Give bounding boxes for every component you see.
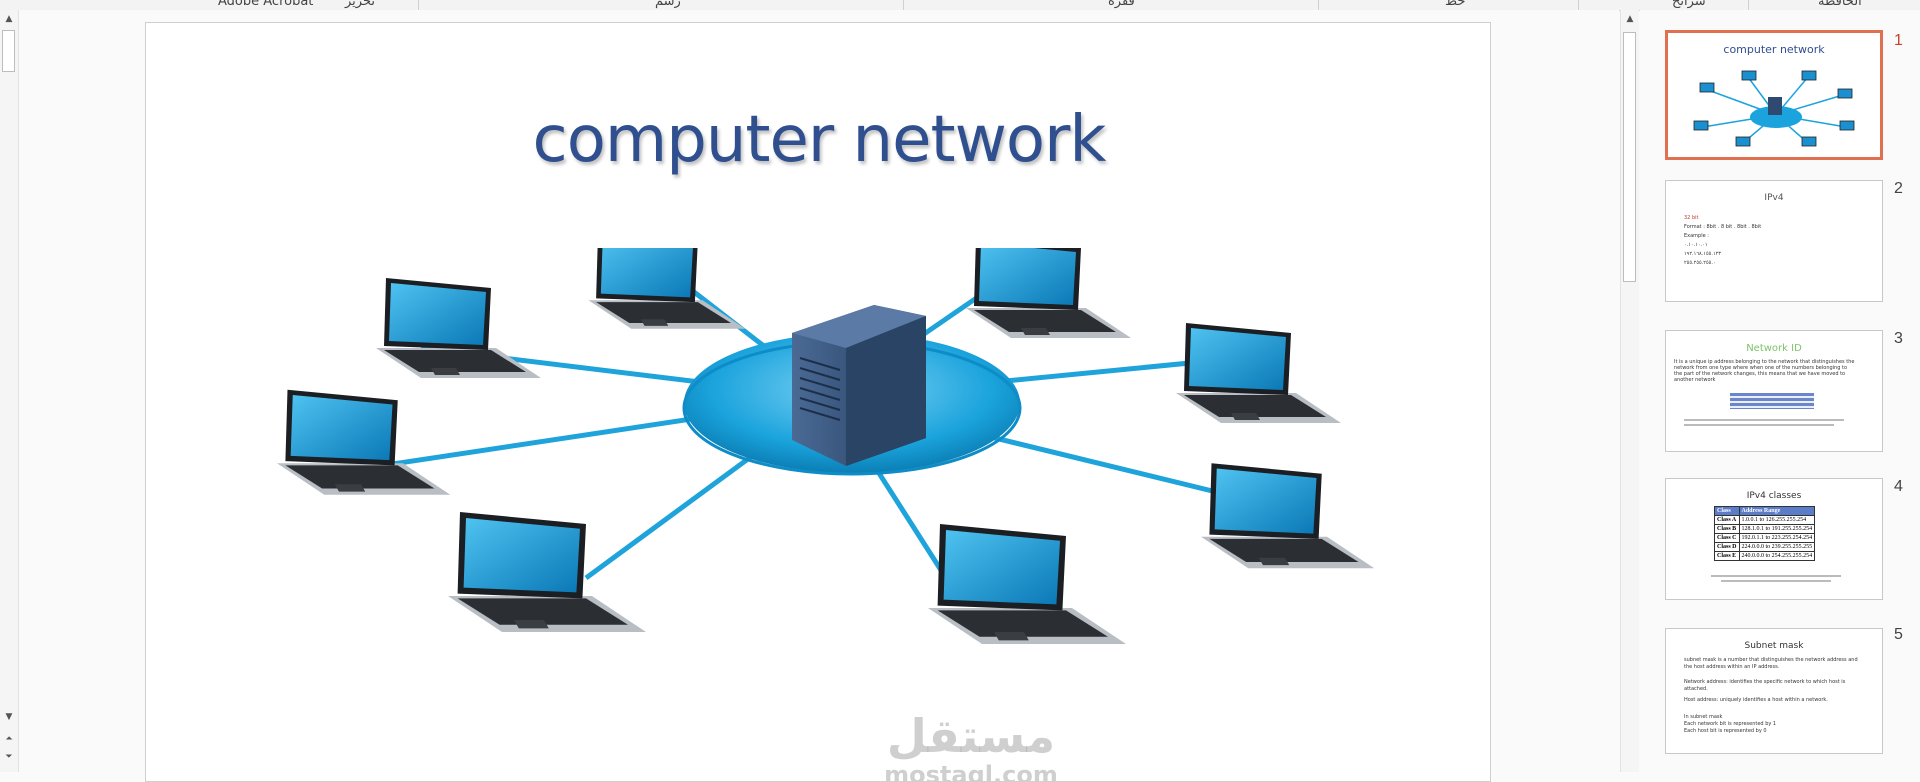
thumbnail-number: 4 (1894, 478, 1903, 495)
thumbnail-title: Subnet mask (1744, 641, 1804, 651)
thumbnail-number: 5 (1894, 626, 1903, 643)
thumbnail-text-graphic (1721, 580, 1831, 582)
thumbnail-title: computer network (1723, 43, 1825, 56)
ribbon-group-acrobat: Adobe Acrobat (218, 0, 314, 9)
thumbnail-text: another network (1674, 377, 1716, 383)
thumbnail-number: 2 (1894, 180, 1903, 197)
ribbon-group-paragraph: فقرة (1108, 0, 1135, 9)
thumbnail-text: Each host bit is represented by 0 (1684, 728, 1767, 734)
thumbnail-text-graphic (1684, 419, 1844, 421)
slide-editor[interactable]: computer network (19, 10, 1619, 782)
slide-thumbnail-1[interactable]: computer network (1665, 30, 1883, 160)
table-row: Class E 240.0.0.0 to 254.255.255.254 (1714, 551, 1816, 561)
thumbnail-title: IPv4 classes (1746, 491, 1802, 501)
ribbon-group-drawing: رسم (655, 0, 681, 9)
thumbnail-text-graphic (1684, 424, 1834, 426)
slide-thumbnail-4[interactable]: IPv4 classes Class Address Range Class A… (1665, 478, 1883, 600)
table-cell: 224.0.0.0 to 239.255.255.255 (1738, 542, 1816, 552)
watermark-arabic: مستقل (886, 709, 1056, 763)
ribbon-separator (1578, 0, 1579, 10)
thumbnail-text: network from one type where when one of … (1674, 365, 1847, 371)
left-scrollbar[interactable]: ▲ ▼ ⏶ ⏷ (0, 10, 19, 772)
thumbnail-number: 3 (1894, 330, 1903, 347)
thumbnail-text: In subnet mask (1684, 714, 1723, 720)
thumbnail-text: subnet mask is a number that distinguish… (1684, 657, 1858, 663)
prev-slide-icon[interactable]: ⏶ (5, 734, 13, 744)
thumbnail-text: 32 bit (1684, 215, 1699, 221)
slide-title[interactable]: computer network (532, 103, 1107, 177)
thumbnail-network-image (1693, 70, 1855, 147)
slide-canvas[interactable]: computer network (145, 22, 1491, 782)
scroll-thumb[interactable] (1623, 32, 1636, 282)
ribbon-group-slides: شرائح (1672, 0, 1706, 9)
thumbnail-text: It is a unique ip address belonging to t… (1674, 359, 1855, 365)
table-cell: 1.0.0.1 to 126.255.255.254 (1738, 515, 1816, 525)
ribbon-separator (1318, 0, 1319, 10)
table-cell: Class A (1714, 515, 1740, 525)
thumbnail-text: the part of the network changes, this me… (1674, 371, 1846, 377)
ribbon-group-font: خط (1445, 0, 1466, 9)
table-cell: 192.0.1.1 to 223.255.254.254 (1738, 533, 1816, 543)
scroll-up-icon[interactable]: ▲ (5, 14, 13, 24)
ribbon-separator (903, 0, 904, 10)
thumbnail-text: ٢٥٥.٢٥٥.٢٥٥.٠ (1684, 260, 1716, 266)
table-cell: 128.1.0.1 to 191.255.255.254 (1738, 524, 1816, 534)
ribbon-separator (418, 0, 419, 10)
table-cell: Class C (1714, 533, 1740, 543)
thumbnail-text-graphic (1711, 575, 1841, 577)
network-diagram-image[interactable] (256, 248, 1406, 768)
scroll-down-icon[interactable]: ▼ (5, 712, 13, 722)
thumbnail-text: Example : (1684, 233, 1709, 239)
thumbnail-text: Network address: identifies the specific… (1684, 679, 1846, 685)
table-cell: 240.0.0.0 to 254.255.255.254 (1738, 551, 1816, 561)
thumbnail-ipv4-table: Class Address Range Class A 1.0.0.1 to 1… (1714, 506, 1816, 561)
thumbnail-table-graphic (1730, 393, 1814, 409)
thumbnail-text: ٠.١٠.١٠.٠١ (1684, 242, 1708, 248)
slide-thumbnail-pane[interactable]: 1 computer network 2 IPv4 32 bit Format … (1640, 10, 1920, 772)
thumbnail-text: ١٩٢.١٦٨.١٥٥.١٢٣ (1684, 251, 1721, 257)
table-row: Class A 1.0.0.1 to 126.255.255.254 (1714, 515, 1816, 525)
slide-thumbnail-3[interactable]: Network ID It is a unique ip address bel… (1665, 330, 1883, 452)
scroll-thumb[interactable] (2, 30, 15, 72)
thumbnail-text: attached. (1684, 686, 1708, 692)
editor-scrollbar[interactable]: ▲ (1620, 10, 1639, 772)
thumbnail-text: the host address within an IP address. (1684, 664, 1780, 670)
scroll-up-icon[interactable]: ▲ (1626, 14, 1634, 24)
ribbon-group-editing: تحرير (345, 0, 375, 9)
ribbon-separator (1748, 0, 1749, 10)
slide-thumbnail-5[interactable]: Subnet mask subnet mask is a number that… (1665, 628, 1883, 754)
thumbnail-title: Network ID (1746, 343, 1802, 354)
table-row: Class B 128.1.0.1 to 191.255.255.254 (1714, 524, 1816, 534)
thumbnail-text: Format : 8bit . 8 bit . 8bit . 8bit (1684, 224, 1762, 230)
thumbnail-text: Host address: uniquely identifies a host… (1684, 697, 1828, 703)
thumbnail-text: Each network bit is represented by 1 (1684, 721, 1777, 727)
thumbnail-number: 1 (1894, 32, 1903, 49)
thumbnail-title: IPv4 (1764, 193, 1784, 203)
table-header: Address Range (1738, 506, 1816, 516)
table-header: Class (1714, 506, 1740, 516)
table-cell: Class B (1714, 524, 1740, 534)
table-row: Class D 224.0.0.0 to 239.255.255.255 (1714, 542, 1816, 552)
table-row: Class C 192.0.1.1 to 223.255.254.254 (1714, 533, 1816, 543)
slide-thumbnail-2[interactable]: IPv4 32 bit Format : 8bit . 8 bit . 8bit… (1665, 180, 1883, 302)
next-slide-icon[interactable]: ⏷ (5, 752, 13, 762)
table-cell: Class D (1714, 542, 1740, 552)
table-cell: Class E (1714, 551, 1740, 561)
ribbon-group-clipboard: الحافظة (1818, 0, 1862, 9)
